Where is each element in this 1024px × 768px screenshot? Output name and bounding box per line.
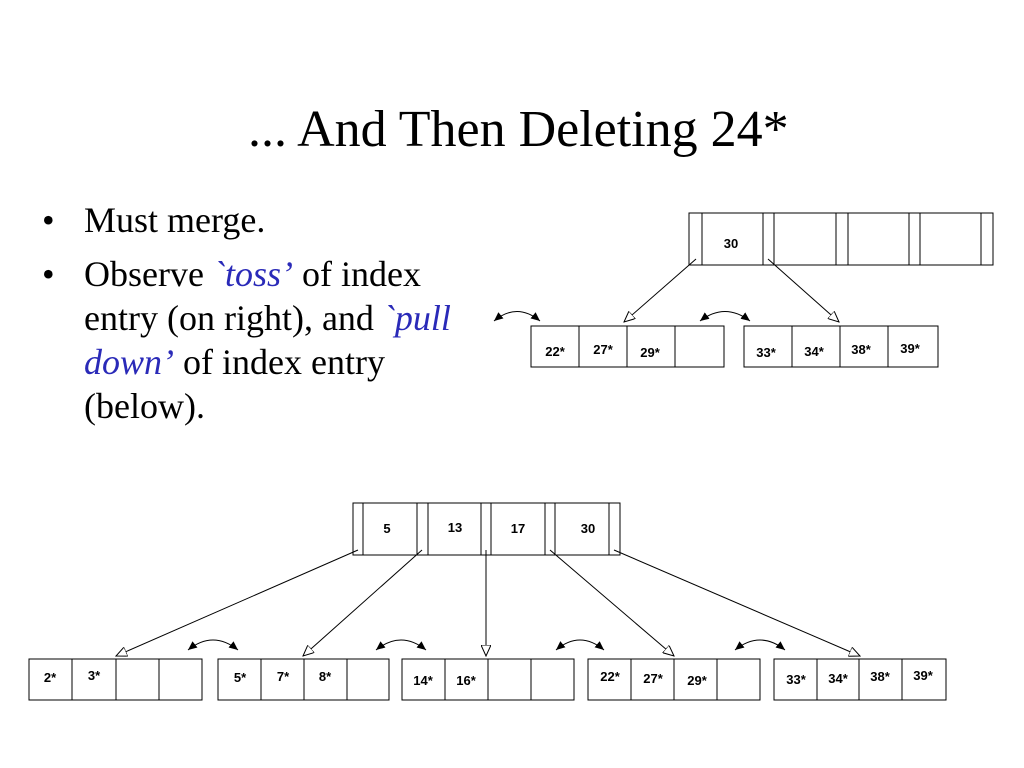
bullet-text: Must merge. — [84, 200, 266, 240]
leaf-entry: 3* — [88, 668, 101, 683]
leaf-entry: 29* — [640, 345, 660, 360]
bottom-leaf-5 — [773, 658, 947, 701]
bottom-leaf-1 — [28, 658, 203, 701]
leaf-entry: 16* — [456, 673, 476, 688]
highlight-toss: `toss’ — [212, 254, 293, 294]
bottom-leaf-3 — [401, 658, 575, 701]
leaf-entry: 34* — [828, 671, 848, 686]
leaf-entry: 33* — [786, 672, 806, 687]
bullet-item-2: • Observe `toss’ of index entry (on righ… — [40, 252, 470, 428]
right-leaf-left — [530, 325, 725, 368]
leaf-entry: 33* — [756, 345, 776, 360]
leaf-entry: 2* — [44, 670, 57, 685]
right-root-node — [688, 212, 994, 266]
bullet-item-1: • Must merge. — [40, 198, 470, 242]
sibling-arrow — [734, 639, 786, 651]
right-leaf-right — [743, 325, 939, 368]
bottom-pointer-5 — [613, 549, 860, 656]
leaf-entry: 14* — [413, 673, 433, 688]
bottom-root-key: 5 — [383, 521, 390, 536]
bullet-text-part: of index entry (on right), and — [84, 254, 421, 338]
right-pointer-left — [624, 258, 697, 322]
leaf-entry: 39* — [900, 341, 920, 356]
slide-title: ... And Then Deleting 24* — [248, 101, 789, 158]
bottom-pointer-1 — [116, 549, 359, 656]
leaf-entry: 38* — [870, 669, 890, 684]
leaf-entry: 27* — [643, 671, 663, 686]
bottom-root-key: 13 — [448, 520, 462, 535]
bottom-root-key: 17 — [511, 521, 525, 536]
bottom-pointer-4 — [549, 549, 674, 656]
bullet-text-part: of index entry (below). — [84, 342, 385, 426]
bottom-leaf-2 — [217, 658, 390, 701]
sibling-arrow — [555, 639, 605, 651]
leaf-entry: 38* — [851, 342, 871, 357]
leaf-entry: 22* — [600, 669, 620, 684]
sibling-arrow — [493, 311, 541, 322]
sibling-arrow — [375, 639, 427, 651]
bullet-list: • Must merge. • Observe `toss’ of index … — [40, 198, 470, 438]
leaf-entry: 34* — [804, 344, 824, 359]
right-root-key: 30 — [724, 236, 738, 251]
leaf-entry: 39* — [913, 668, 933, 683]
leaf-entry: 7* — [277, 669, 290, 684]
bullet-dot: • — [42, 254, 55, 294]
highlight-pull-down: `pull down’ — [84, 298, 451, 382]
bullet-dot: • — [42, 200, 55, 240]
leaf-entry: 29* — [687, 673, 707, 688]
leaf-entry: 22* — [545, 344, 565, 359]
sibling-arrow — [699, 311, 751, 322]
leaf-entry: 27* — [593, 342, 613, 357]
bullet-text-part: Observe — [84, 254, 213, 294]
bottom-root-key: 30 — [581, 521, 595, 536]
bottom-pointer-2 — [303, 549, 423, 656]
sibling-arrow — [187, 639, 239, 651]
bottom-leaf-4 — [587, 658, 761, 701]
leaf-entry: 5* — [234, 670, 247, 685]
right-pointer-right — [767, 258, 839, 322]
leaf-entry: 8* — [319, 669, 332, 684]
